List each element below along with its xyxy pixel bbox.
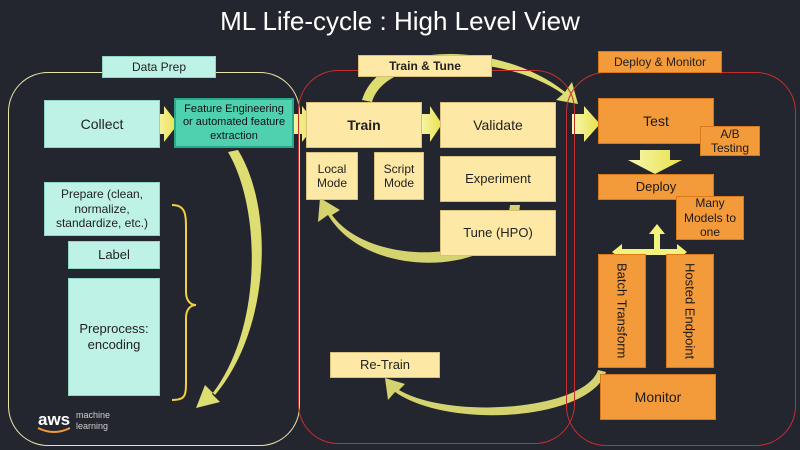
up-arrow-icon [649, 224, 665, 252]
section-label-deploy-monitor: Deploy & Monitor [598, 51, 722, 73]
aws-brand: aws [38, 410, 71, 429]
preprocess-box: Preprocess: encoding [68, 278, 160, 396]
arrow-validate-to-test [572, 106, 600, 142]
arrow-monitor-to-retrain [385, 370, 606, 416]
aws-line1: machine [76, 410, 111, 420]
page-title: ML Life-cycle : High Level View [220, 6, 580, 36]
many-models-box: Many Models to one [676, 196, 744, 240]
monitor-box: Monitor [600, 374, 716, 420]
local-mode-box: Local Mode [306, 152, 358, 200]
section-label-data-prep: Data Prep [102, 56, 216, 78]
aws-line2: learning [76, 421, 109, 431]
feature-engineering-box: Feature Engineering or automated feature… [174, 98, 294, 148]
experiment-box: Experiment [440, 156, 556, 202]
arrow-test-to-deploy [628, 150, 682, 174]
collect-box: Collect [44, 100, 160, 148]
bracket-icon [171, 204, 197, 401]
script-mode-box: Script Mode [374, 152, 424, 200]
tune-box: Tune (HPO) [440, 210, 556, 256]
arrow-train-to-validate [420, 106, 442, 142]
test-box: Test [598, 98, 714, 144]
arrow-feature-to-train [290, 106, 316, 142]
retrain-box: Re-Train [330, 352, 440, 378]
double-arrow-icon [612, 244, 687, 260]
hosted-endpoint-box: Hosted Endpoint [666, 254, 714, 368]
batch-transform-box: Batch Transform [598, 254, 646, 368]
label-box: Label [68, 241, 160, 269]
section-label-train-tune: Train & Tune [358, 55, 492, 77]
ab-testing-box: A/B Testing [700, 126, 760, 156]
prepare-box: Prepare (clean, normalize, standardize, … [44, 182, 160, 236]
train-box: Train [306, 102, 422, 148]
batch-transform-label: Batch Transform [614, 263, 630, 359]
deploy-box: Deploy [598, 174, 714, 200]
hosted-endpoint-label: Hosted Endpoint [682, 262, 698, 360]
arrow-collect-to-feature [154, 106, 178, 142]
validate-box: Validate [440, 102, 556, 148]
